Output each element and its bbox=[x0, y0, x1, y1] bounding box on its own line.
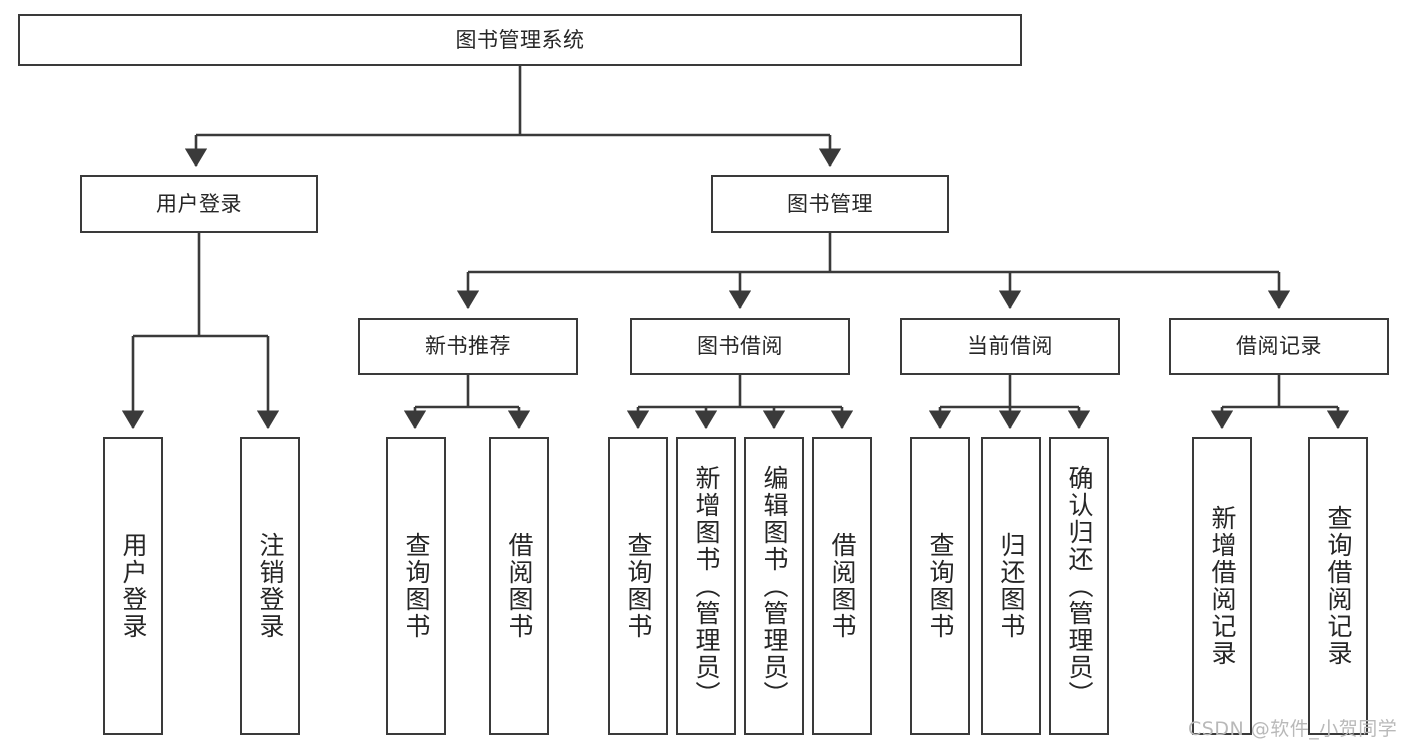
node-book-management-label: 图书管理 bbox=[787, 191, 873, 216]
node-borrow-record-label: 借阅记录 bbox=[1236, 334, 1322, 359]
leaf-label: 归还图书 bbox=[997, 532, 1026, 640]
leaf-label: 用户登录 bbox=[119, 532, 148, 640]
leaf-book-borrow-query[interactable]: 查询图书 bbox=[608, 437, 668, 735]
leaf-label: 注销登录 bbox=[256, 532, 285, 640]
leaf-label: 查询图书 bbox=[402, 532, 431, 640]
leaf-current-borrow-return[interactable]: 归还图书 bbox=[981, 437, 1041, 735]
leaf-label: 新增图书（管理员） bbox=[692, 464, 721, 708]
leaf-current-borrow-confirm[interactable]: 确认归还（管理员） bbox=[1049, 437, 1109, 735]
leaf-user-login-login[interactable]: 用户登录 bbox=[103, 437, 163, 735]
leaf-new-book-borrow[interactable]: 借阅图书 bbox=[489, 437, 549, 735]
leaf-borrow-record-add[interactable]: 新增借阅记录 bbox=[1192, 437, 1252, 735]
leaf-label: 编辑图书（管理员） bbox=[760, 464, 789, 708]
leaf-label: 查询图书 bbox=[926, 532, 955, 640]
leaf-label: 查询图书 bbox=[624, 532, 653, 640]
leaf-user-login-logout[interactable]: 注销登录 bbox=[240, 437, 300, 735]
node-current-borrow-label: 当前借阅 bbox=[967, 334, 1053, 359]
node-current-borrow[interactable]: 当前借阅 bbox=[900, 318, 1120, 375]
leaf-label: 借阅图书 bbox=[505, 532, 534, 640]
leaf-label: 新增借阅记录 bbox=[1208, 505, 1237, 667]
node-book-borrow[interactable]: 图书借阅 bbox=[630, 318, 850, 375]
leaf-current-borrow-query[interactable]: 查询图书 bbox=[910, 437, 970, 735]
node-root-label: 图书管理系统 bbox=[455, 27, 585, 52]
leaf-label: 借阅图书 bbox=[828, 532, 857, 640]
node-user-login-label: 用户登录 bbox=[156, 191, 242, 216]
node-borrow-record[interactable]: 借阅记录 bbox=[1169, 318, 1389, 375]
leaf-book-borrow-borrow[interactable]: 借阅图书 bbox=[812, 437, 872, 735]
node-root[interactable]: 图书管理系统 bbox=[18, 14, 1022, 66]
node-new-book-recommend[interactable]: 新书推荐 bbox=[358, 318, 578, 375]
leaf-book-borrow-edit[interactable]: 编辑图书（管理员） bbox=[744, 437, 804, 735]
node-book-management[interactable]: 图书管理 bbox=[711, 175, 949, 233]
node-book-borrow-label: 图书借阅 bbox=[697, 334, 783, 359]
leaf-book-borrow-add[interactable]: 新增图书（管理员） bbox=[676, 437, 736, 735]
node-user-login[interactable]: 用户登录 bbox=[80, 175, 318, 233]
csdn-watermark: CSDN @软件_小贺同学 bbox=[1188, 718, 1398, 740]
leaf-borrow-record-query[interactable]: 查询借阅记录 bbox=[1308, 437, 1368, 735]
leaf-new-book-query[interactable]: 查询图书 bbox=[386, 437, 446, 735]
node-new-book-recommend-label: 新书推荐 bbox=[425, 334, 511, 359]
leaf-label: 查询借阅记录 bbox=[1324, 505, 1353, 667]
leaf-label: 确认归还（管理员） bbox=[1065, 464, 1094, 708]
